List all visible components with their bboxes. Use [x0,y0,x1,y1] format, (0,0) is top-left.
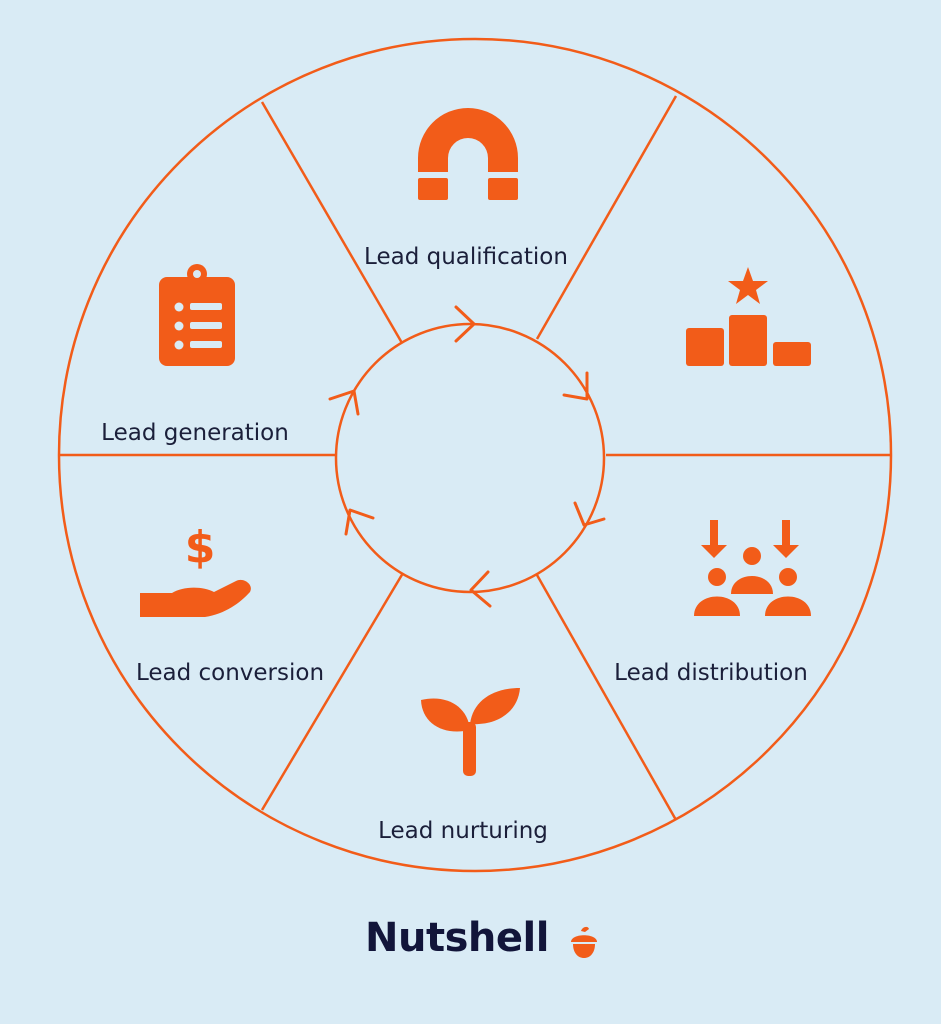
segment-label-distribution: Lead distribution [614,660,808,686]
sprout-icon [421,688,520,776]
magnet-icon [418,108,518,200]
hand-dollar-icon: $ [140,522,251,617]
segment-label-nurturing: Lead nurturing [378,818,548,844]
inner-ring [334,322,606,594]
cycle-arrow-icon [328,389,360,416]
segment-label-generation: Lead generation [101,420,289,446]
cycle-arrow-icon [562,371,589,401]
brand-wordmark: Nutshell [365,915,549,961]
svg-text:$: $ [185,522,216,573]
cycle-arrow-icon [469,570,492,608]
spoke-divider [535,574,678,821]
cycle-arrow-icon [573,501,606,527]
spoke-divider [260,572,405,811]
clipboard-list-icon [159,264,235,366]
spoke-divider [260,101,404,344]
podium-star-icon [686,267,811,366]
people-arrows-icon [694,520,811,616]
segment-label-conversion: Lead conversion [136,660,324,686]
cycle-arrow-icon [454,305,476,343]
acorn-icon [571,926,597,958]
cycle-arrow-icon [344,508,375,536]
segment-label-qualification: Lead qualification [364,244,568,270]
spoke-divider [535,95,678,340]
